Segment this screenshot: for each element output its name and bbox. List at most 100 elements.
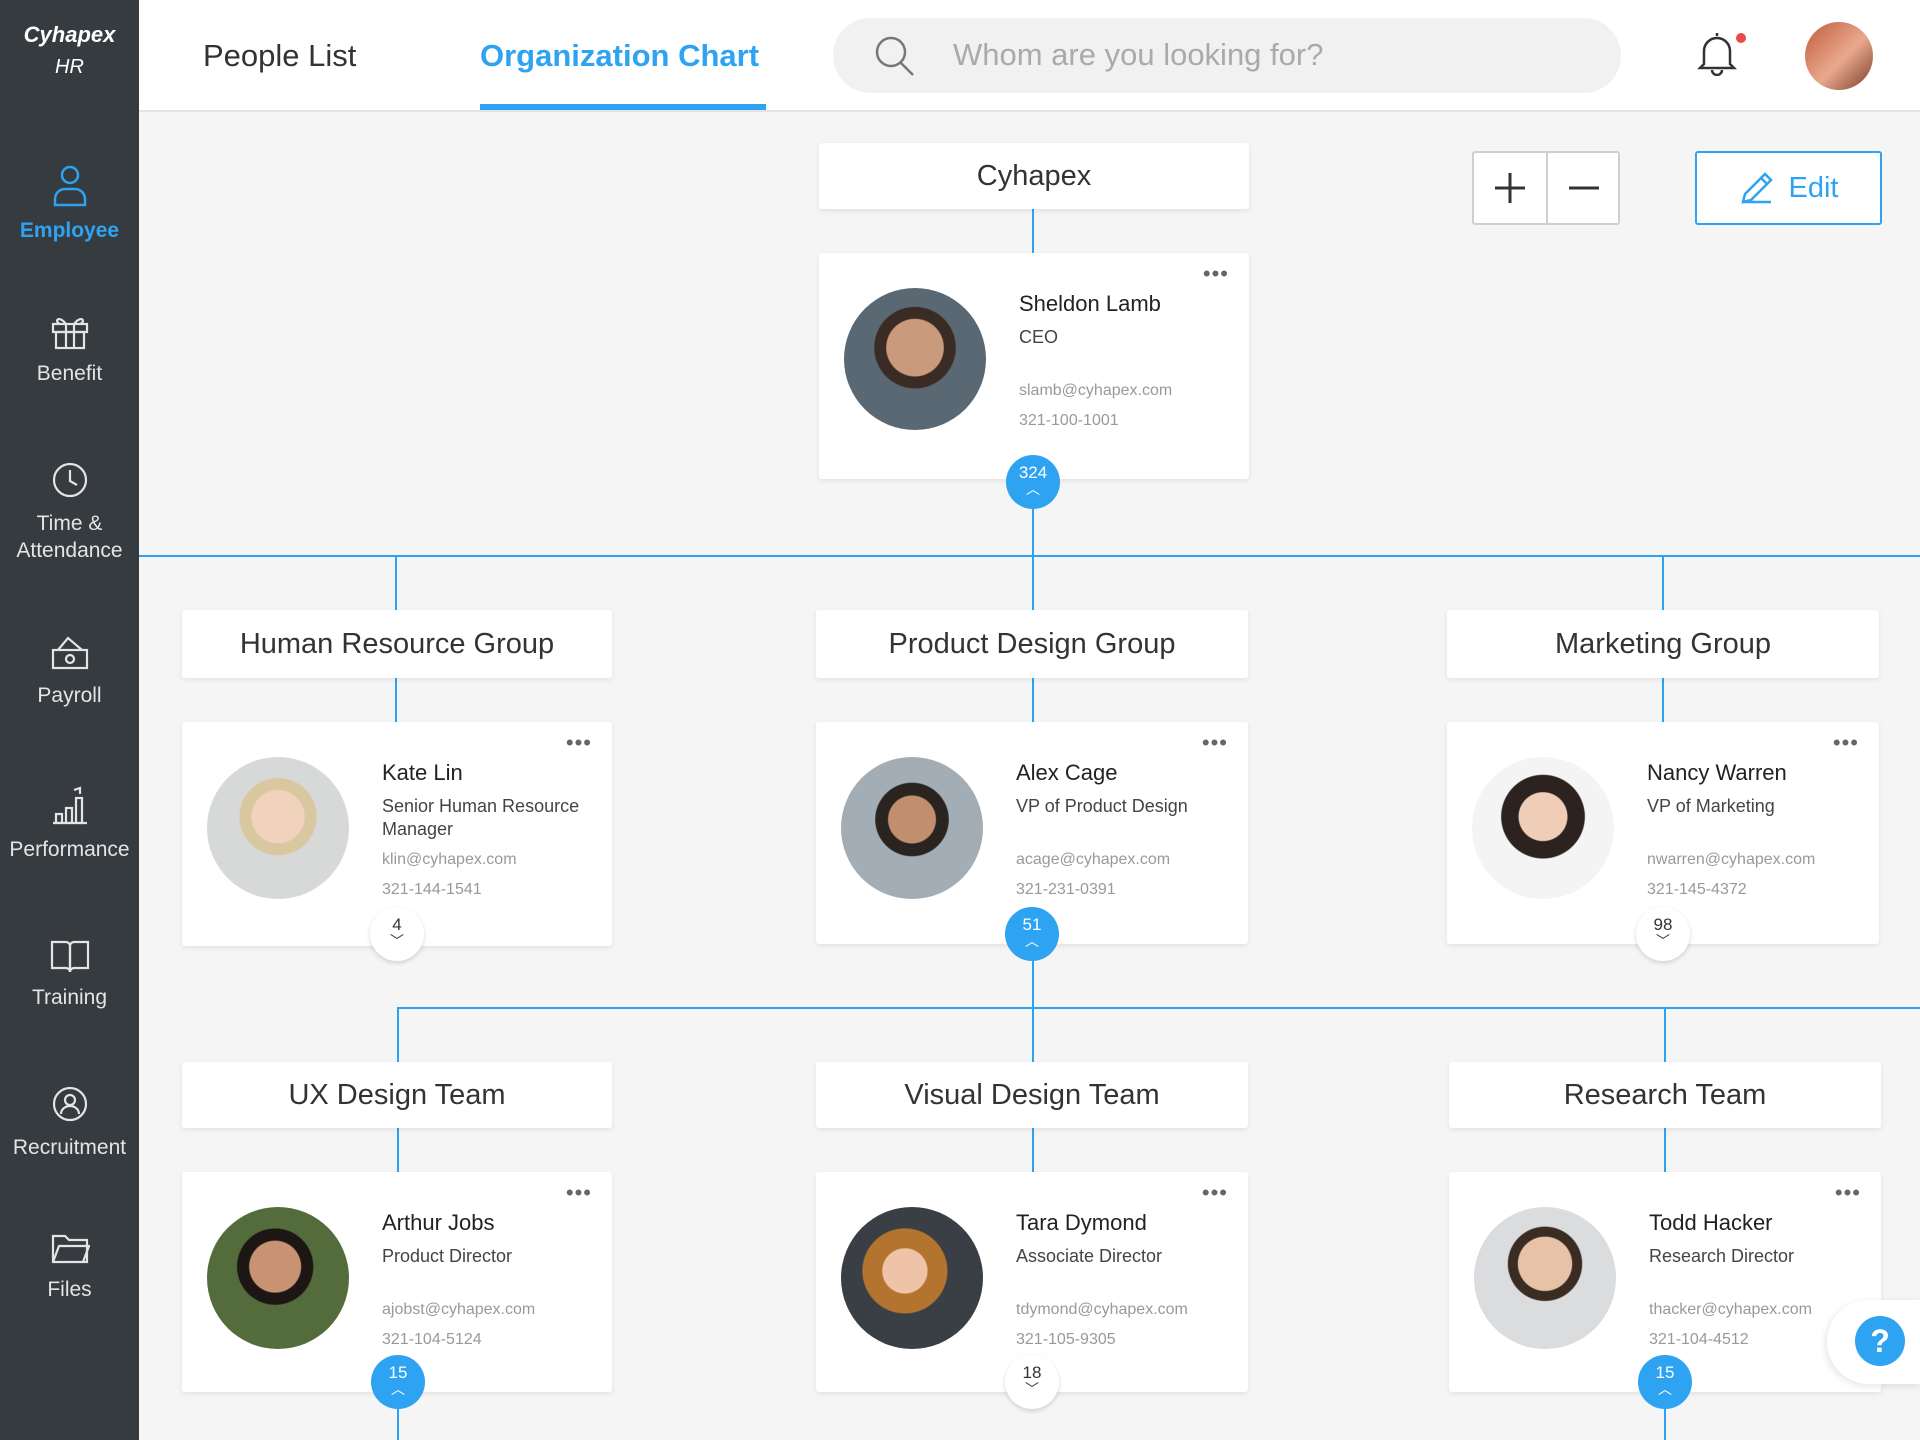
sidebar-item-payroll[interactable]: Payroll [0, 634, 139, 709]
person-email[interactable]: klin@cyhapex.com [382, 851, 517, 868]
collapse-toggle-badge[interactable]: 51 ︿ [1005, 907, 1059, 961]
edit-button[interactable]: Edit [1695, 151, 1882, 225]
more-options-icon[interactable]: ••• [565, 1180, 592, 1205]
expand-toggle-badge[interactable]: 4 ﹀ [370, 907, 424, 961]
expand-toggle-badge[interactable]: 98 ﹀ [1636, 907, 1690, 961]
connector-line [395, 678, 397, 722]
more-options-icon[interactable]: ••• [1832, 730, 1859, 755]
sidebar-item-recruitment[interactable]: Recruitment [0, 1084, 139, 1161]
help-icon[interactable]: ? [1855, 1316, 1905, 1366]
person-email[interactable]: nwarren@cyhapex.com [1647, 851, 1816, 868]
team-title-visual-design[interactable]: Visual Design Team [816, 1062, 1248, 1128]
avatar [841, 757, 983, 899]
more-options-icon[interactable]: ••• [1201, 730, 1228, 755]
top-header: People List Organization Chart [139, 0, 1920, 112]
more-options-icon[interactable]: ••• [1834, 1180, 1861, 1205]
tab-organization-chart[interactable]: Organization Chart [480, 38, 760, 73]
zoom-in-button[interactable] [1474, 153, 1546, 223]
collapse-toggle-badge[interactable]: 15 ︿ [371, 1355, 425, 1409]
zoom-divider [1546, 153, 1548, 223]
connector-line [397, 1007, 399, 1062]
notification-button[interactable] [1696, 30, 1738, 81]
person-name: Nancy Warren [1647, 760, 1787, 785]
user-avatar[interactable] [1805, 22, 1873, 90]
active-tab-indicator [480, 104, 766, 110]
report-count: 15 [1655, 1363, 1675, 1382]
sidebar-item-performance[interactable]: Performance [0, 786, 139, 863]
person-email[interactable]: acage@cyhapex.com [1016, 851, 1171, 868]
collapse-toggle-badge[interactable]: 15 ︿ [1638, 1355, 1692, 1409]
person-email[interactable]: slamb@cyhapex.com [1019, 382, 1173, 399]
team-name: Research Team [1563, 1078, 1767, 1111]
person-card-alex-cage[interactable]: Alex Cage VP of Product Design acage@cyh… [816, 722, 1248, 944]
book-icon [50, 940, 89, 973]
search-input[interactable] [953, 30, 1573, 80]
person-card-todd-hacker[interactable]: Todd Hacker Research Director thacker@cy… [1449, 1172, 1881, 1392]
chevron-up-icon: ︿ [1025, 933, 1039, 949]
more-options-icon[interactable]: ••• [1201, 1180, 1228, 1205]
person-phone: 321-104-4512 [1649, 1331, 1749, 1348]
person-name: Tara Dymond [1016, 1210, 1147, 1235]
collapse-toggle-badge[interactable]: 324 ︿ [1006, 455, 1060, 509]
connector-line [397, 1128, 399, 1172]
person-phone: 321-104-5124 [382, 1331, 482, 1348]
org-chart-canvas[interactable]: Edit Cyhapex Sheldon Lamb CEO slamb@cyha… [139, 112, 1920, 1440]
search-icon [875, 36, 914, 76]
plus-icon [1495, 173, 1525, 203]
avatar [1472, 757, 1614, 899]
person-card-nancy-warren[interactable]: Nancy Warren VP of Marketing nwarren@cyh… [1447, 722, 1879, 944]
org-node-title[interactable]: Cyhapex [819, 143, 1249, 209]
expand-toggle-badge[interactable]: 18 ﹀ [1005, 1355, 1059, 1409]
connector-line [139, 555, 1920, 557]
help-widget: ? [1827, 1300, 1920, 1384]
user-icon [53, 165, 86, 207]
person-phone: 321-145-4372 [1647, 881, 1747, 898]
bell-icon [1696, 33, 1738, 77]
person-role: Associate Director [1016, 1246, 1163, 1266]
person-name: Kate Lin [382, 760, 463, 785]
notification-dot [1736, 33, 1746, 43]
sidebar-item-files[interactable]: Files [0, 1230, 139, 1303]
sidebar-item-label: Employee [19, 219, 120, 242]
sidebar-item-benefit[interactable]: Benefit [0, 312, 139, 387]
connector-line [1032, 499, 1034, 610]
person-email[interactable]: ajobst@cyhapex.com [382, 1301, 536, 1318]
avatar [207, 757, 349, 899]
report-count: 324 [1018, 463, 1048, 482]
connector-line [1662, 678, 1664, 722]
more-options-icon[interactable]: ••• [1202, 261, 1229, 286]
group-name: Product Design Group [888, 627, 1176, 660]
avatar [1474, 1207, 1616, 1349]
person-phone: 321-105-9305 [1016, 1331, 1116, 1348]
chevron-up-icon: ︿ [1658, 1381, 1672, 1397]
report-count: 15 [388, 1363, 408, 1382]
team-title-ux-design[interactable]: UX Design Team [182, 1062, 612, 1128]
tab-people-list[interactable]: People List [203, 38, 357, 73]
person-name: Todd Hacker [1649, 1210, 1773, 1235]
team-title-research[interactable]: Research Team [1449, 1062, 1881, 1128]
brand-logo[interactable]: Cyhapex HR [0, 22, 139, 79]
clock-icon [52, 462, 87, 498]
sidebar-item-training[interactable]: Training [0, 938, 139, 1011]
person-card-sheldon-lamb[interactable]: Sheldon Lamb CEO slamb@cyhapex.com 321-1… [819, 253, 1249, 479]
gift-icon [51, 318, 88, 350]
zoom-out-button[interactable] [1548, 153, 1620, 223]
group-title-human-resource[interactable]: Human Resource Group [182, 610, 612, 678]
report-count: 4 [392, 915, 402, 934]
sidebar-item-employee[interactable]: Employee [0, 163, 139, 244]
person-card-arthur-jobs[interactable]: Arthur Jobs Product Director ajobst@cyha… [182, 1172, 612, 1392]
zoom-controls [1472, 151, 1620, 225]
group-title-product-design[interactable]: Product Design Group [816, 610, 1248, 678]
sidebar-item-time-attendance[interactable]: Time & Attendance [0, 460, 139, 564]
search-bar[interactable] [833, 18, 1621, 93]
more-options-icon[interactable]: ••• [565, 730, 592, 755]
group-title-marketing[interactable]: Marketing Group [1447, 610, 1879, 678]
person-phone: 321-100-1001 [1019, 412, 1119, 429]
chevron-down-icon: ﹀ [390, 933, 404, 949]
person-email[interactable]: tdymond@cyhapex.com [1016, 1301, 1188, 1318]
connector-line [1032, 678, 1034, 722]
connector-line [397, 1380, 399, 1440]
person-name: Alex Cage [1016, 760, 1118, 785]
sidebar-item-label: Training [31, 986, 108, 1009]
person-email[interactable]: thacker@cyhapex.com [1649, 1301, 1812, 1318]
